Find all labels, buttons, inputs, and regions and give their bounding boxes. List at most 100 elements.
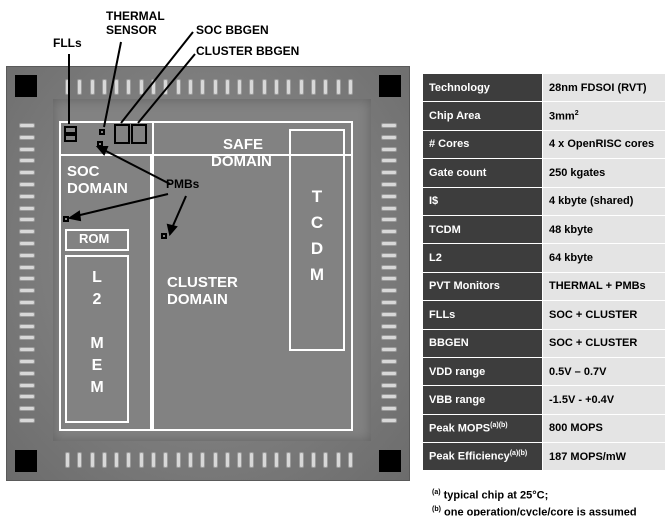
- spec-key-text: Peak MOPS: [429, 423, 490, 435]
- bond-pad: [381, 276, 397, 281]
- spec-value-text: 187 MOPS/mW: [549, 451, 626, 463]
- spec-value-text: THERMAL + PMBs: [549, 280, 646, 292]
- spec-key-text: # Cores: [429, 138, 469, 150]
- bond-pad: [163, 79, 168, 95]
- thermal-sensor-callout-line1: THERMAL: [106, 10, 165, 24]
- cluster-domain-label: CLUSTER DOMAIN: [167, 275, 238, 308]
- pad-column-left: [19, 123, 35, 423]
- bond-pad: [381, 241, 397, 246]
- spec-key-text: I$: [429, 195, 438, 207]
- bond-pad: [381, 265, 397, 270]
- bond-pad: [381, 229, 397, 234]
- bond-pad: [77, 452, 82, 468]
- l2-mem-letter: L: [92, 267, 102, 289]
- spec-value: 800 MOPS: [543, 414, 666, 442]
- bond-pad: [381, 394, 397, 399]
- rom-label: ROM: [79, 232, 109, 246]
- spec-table-body: Technology28nm FDSOI (RVT)Chip Area3mm2#…: [423, 74, 666, 471]
- spec-key-text: Chip Area: [429, 110, 481, 122]
- spec-value-text: 64 kbyte: [549, 252, 593, 264]
- soc-bbgen-block: [114, 124, 130, 144]
- footnote-b-text: one operation/cycle/core is assumed: [441, 506, 637, 516]
- spec-key: VBB range: [423, 386, 543, 414]
- spec-value: 4 kbyte (shared): [543, 187, 666, 215]
- spec-value: 4 x OpenRISC cores: [543, 130, 666, 158]
- bond-pad: [323, 452, 328, 468]
- footnote-b: (b) one operation/cycle/core is assumed: [432, 503, 637, 516]
- bond-pad: [139, 452, 144, 468]
- bond-pad: [19, 241, 35, 246]
- spec-value: SOC + CLUSTER: [543, 301, 666, 329]
- bond-pad: [19, 276, 35, 281]
- spec-value: 3mm2: [543, 102, 666, 130]
- bond-pad: [19, 182, 35, 187]
- bond-pad: [126, 452, 131, 468]
- spec-key-text: PVT Monitors: [429, 280, 500, 292]
- bond-pad: [65, 79, 70, 95]
- pmbs-callout: PMBs: [166, 178, 199, 192]
- bond-pad: [381, 158, 397, 163]
- thermal-sensor-block: [99, 129, 105, 135]
- l2-mem-letter: 2: [93, 289, 102, 311]
- spec-value-text: 28nm FDSOI (RVT): [549, 82, 647, 94]
- tcdm-label: T C D M: [297, 184, 337, 288]
- spec-row: Chip Area 3mm2: [423, 102, 666, 130]
- bond-pad: [381, 147, 397, 152]
- bond-pad: [151, 452, 156, 468]
- bond-pad: [381, 371, 397, 376]
- bond-pad: [336, 79, 341, 95]
- bond-pad: [311, 452, 316, 468]
- flls-callout: FLLs: [53, 37, 82, 51]
- bond-pad: [262, 79, 267, 95]
- bond-pad: [19, 135, 35, 140]
- die-corner-bottom-right: [379, 450, 401, 472]
- spec-key: Peak Efficiency(a)(b): [423, 443, 543, 471]
- bond-pad: [213, 79, 218, 95]
- spec-row: # Cores 4 x OpenRISC cores: [423, 130, 666, 158]
- bond-pad: [19, 147, 35, 152]
- spec-key-footnote-mark: (a)(b): [510, 450, 528, 457]
- footnotes: (a) typical chip at 25°C; (b) one operat…: [432, 486, 637, 516]
- bond-pad: [114, 452, 119, 468]
- spec-row: FLLsSOC + CLUSTER: [423, 301, 666, 329]
- bond-pad: [381, 300, 397, 305]
- bond-pad: [102, 79, 107, 95]
- bond-pad: [19, 383, 35, 388]
- spec-value-superscript: 2: [575, 110, 579, 117]
- soc-domain-label: SOC DOMAIN: [67, 164, 128, 197]
- spec-key-text: BBGEN: [429, 337, 469, 349]
- l2-mem-letter: M: [90, 377, 103, 399]
- spec-row: Technology 28nm FDSOI (RVT): [423, 74, 666, 102]
- spec-key: Technology: [423, 74, 543, 102]
- cluster-domain-label-line1: CLUSTER: [167, 275, 238, 292]
- spec-value-text: 3mm: [549, 110, 575, 122]
- spec-row: I$ 4 kbyte (shared): [423, 187, 666, 215]
- spec-key: Peak MOPS(a)(b): [423, 414, 543, 442]
- bond-pad: [381, 383, 397, 388]
- cluster-bbgen-callout: CLUSTER BBGEN: [196, 45, 299, 59]
- bond-pad: [381, 182, 397, 187]
- tcdm-letter: C: [311, 210, 323, 236]
- pmb-block-cluster: [161, 233, 167, 239]
- l2-mem-letter: M: [90, 333, 103, 355]
- bond-pad: [200, 452, 205, 468]
- spec-value: 48 kbyte: [543, 215, 666, 243]
- pad-row-top: [65, 79, 353, 95]
- cluster-bbgen-block: [131, 124, 147, 144]
- soc-domain-label-line2: DOMAIN: [67, 181, 128, 198]
- spec-value-text: 4 x OpenRISC cores: [549, 138, 654, 150]
- bond-pad: [381, 288, 397, 293]
- bond-pad: [188, 452, 193, 468]
- bond-pad: [176, 452, 181, 468]
- spec-key-text: VDD range: [429, 366, 485, 378]
- spec-key-text: Gate count: [429, 167, 486, 179]
- spec-row: PVT Monitors THERMAL + PMBs: [423, 272, 666, 300]
- bond-pad: [188, 79, 193, 95]
- bond-pad: [249, 79, 254, 95]
- bond-pad: [176, 79, 181, 95]
- bond-pad: [77, 79, 82, 95]
- bond-pad: [299, 79, 304, 95]
- spec-key-text: VBB range: [429, 394, 485, 406]
